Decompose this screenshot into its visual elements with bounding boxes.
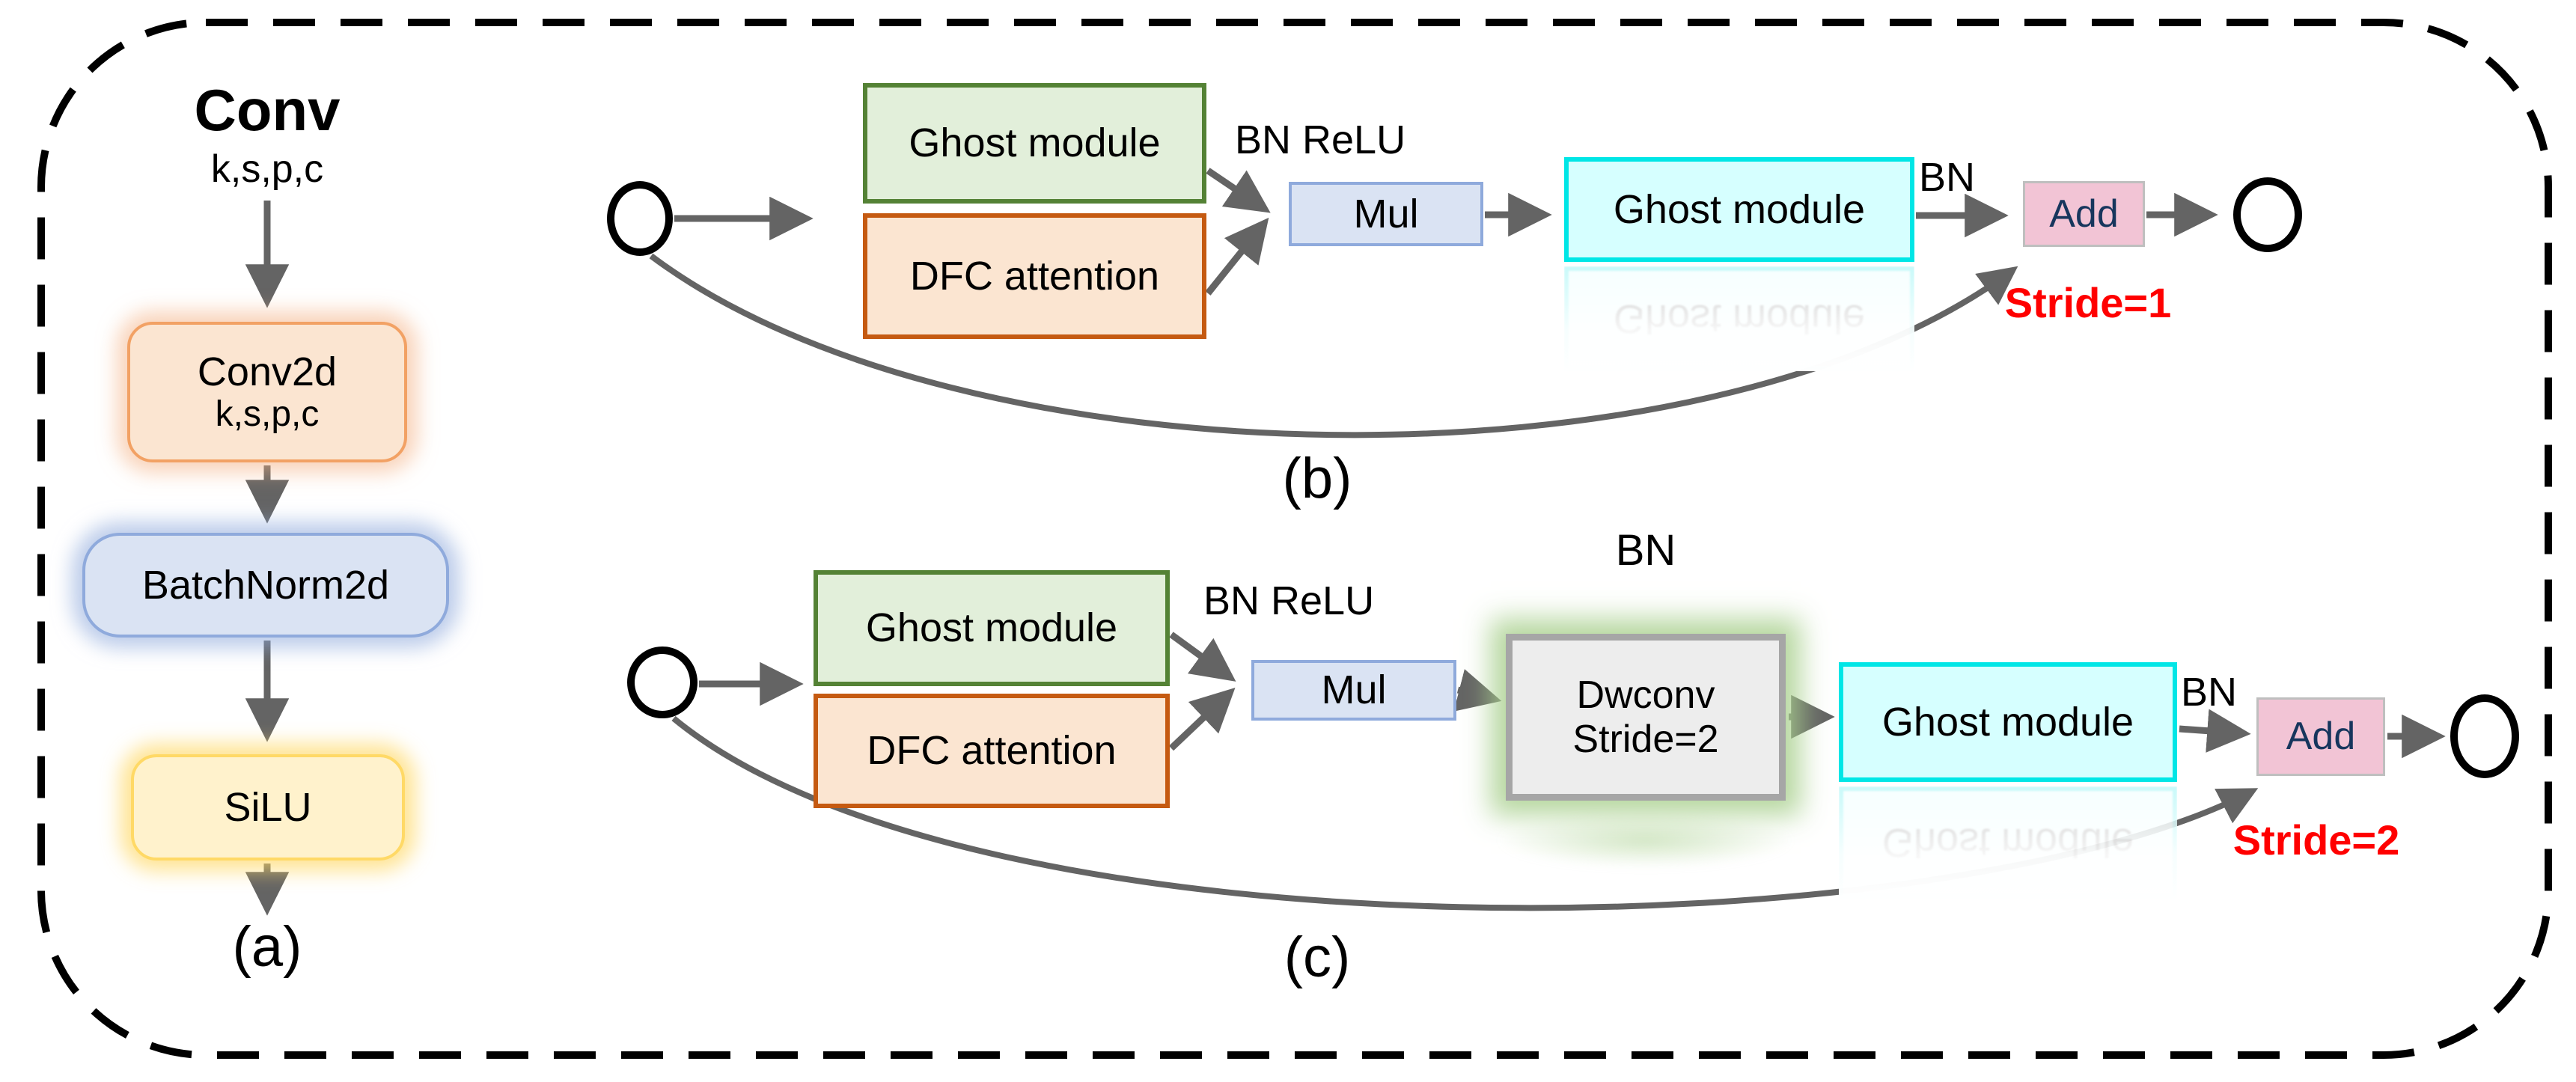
panel-a-title: Conv [194, 77, 341, 143]
c-add-block: Add [2256, 697, 2385, 776]
dashed-border-frame [37, 19, 2552, 1059]
b-mul-block: Mul [1289, 182, 1483, 246]
c-bn-relu-label: BN ReLU [1203, 578, 1375, 623]
c-mul-label: Mul [1321, 667, 1387, 713]
b-ghost-module2-label: Ghost module [1613, 186, 1866, 232]
b-input-node [607, 181, 673, 256]
c-bn-top-label: BN [1615, 526, 1676, 575]
b-ghost-module-block: Ghost module [863, 83, 1206, 204]
panel-b-caption: (b) [1282, 447, 1352, 510]
b-output-node [2233, 177, 2302, 252]
c-dfc-attention-block: DFC attention [814, 694, 1170, 808]
b-mul-label: Mul [1353, 191, 1419, 236]
silu-label: SiLU [224, 784, 312, 830]
panel-a-subtitle: k,s,p,c [210, 147, 324, 191]
batchnorm2d-label: BatchNorm2d [141, 562, 390, 608]
c-add-label: Add [2286, 715, 2356, 759]
b-stride-label: Stride=1 [2004, 279, 2172, 326]
b-bn-label: BN [1919, 155, 1976, 200]
c-bn-label: BN [2181, 670, 2238, 715]
c-ghost-module2-block: Ghost module [1839, 662, 2177, 782]
wire-c-mul-to-dwconv [1453, 669, 1502, 712]
c-mul-block: Mul [1251, 660, 1456, 721]
wire-c-dfc-to-mul [1168, 687, 1236, 751]
conv2d-sublabel: k,s,p,c [215, 394, 320, 435]
b-ghost-module-label: Ghost module [909, 120, 1161, 166]
wire-b-ghost-to-mul [1206, 168, 1271, 213]
panel-a-caption: (a) [232, 915, 302, 979]
b-add-label: Add [2049, 192, 2119, 236]
b-bn-relu-label: BN ReLU [1235, 117, 1406, 162]
c-stride-label: Stride=2 [2232, 816, 2400, 864]
c-dfc-attention-label: DFC attention [867, 728, 1117, 774]
silu-block: SiLU [131, 754, 405, 861]
b-dfc-attention-block: DFC attention [863, 213, 1206, 339]
c-output-node [2450, 694, 2519, 778]
c-ghost-module2-label: Ghost module [1881, 699, 2134, 745]
wire-b-skip-connection [649, 253, 2018, 438]
c-dwconv-block: Dwconv Stride=2 [1506, 634, 1786, 801]
c-dwconv-sublabel: Stride=2 [1572, 717, 1719, 761]
conv2d-label: Conv2d [197, 349, 338, 394]
batchnorm2d-block: BatchNorm2d [82, 533, 449, 638]
b-dfc-attention-label: DFC attention [909, 253, 1160, 299]
c-input-node [627, 647, 698, 718]
c-ghost-module-label: Ghost module [865, 605, 1118, 651]
wire-c-ghost2-to-add [2179, 709, 2251, 753]
wire-c-ghost-to-mul [1169, 632, 1236, 682]
c-dwconv-label: Dwconv [1576, 673, 1715, 718]
b-ghost-module2-block: Ghost module [1564, 157, 1914, 262]
b-add-block: Add [2023, 181, 2145, 247]
conv2d-block: Conv2d k,s,p,c [127, 322, 407, 462]
c-ghost-module-block: Ghost module [814, 570, 1170, 686]
panel-c-caption: (c) [1284, 926, 1351, 989]
wire-b-dfc-to-mul [1205, 217, 1269, 296]
